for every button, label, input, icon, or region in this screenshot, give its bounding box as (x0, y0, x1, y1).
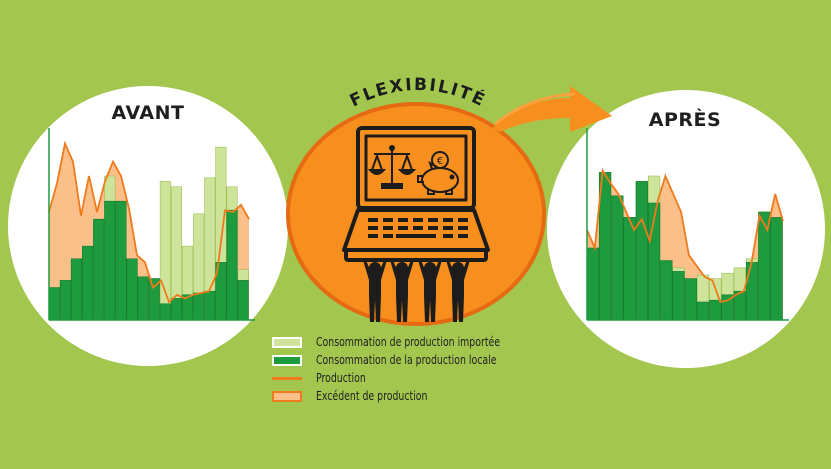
imported-consumption-bar (159, 181, 171, 321)
local-consumption-bar (82, 245, 94, 321)
local-consumption-bar (204, 290, 216, 321)
person-figure (446, 258, 470, 322)
local-consumption-bar (696, 301, 710, 321)
keyboard-key (398, 226, 408, 230)
local-consumption-bar (586, 247, 599, 321)
local-consumption-bar (684, 278, 697, 321)
keyboard-key (398, 218, 408, 222)
person-figure (390, 258, 414, 322)
legend-item-production: Production (272, 369, 562, 387)
local-consumption-bar (59, 280, 71, 321)
keyboard-key (383, 226, 393, 230)
keyboard-key (458, 226, 468, 230)
local-consumption-bar (137, 276, 149, 321)
legend-label: Production (316, 371, 366, 385)
legend-label: Consommation de production importée (316, 335, 501, 349)
legend-swatch-imported (272, 336, 302, 348)
keyboard-key (383, 218, 393, 222)
keyboard-key (383, 234, 393, 238)
keyboard (368, 218, 468, 238)
local-consumption-bar (745, 262, 759, 321)
keyboard-key (443, 226, 453, 230)
person-figure (363, 258, 387, 322)
local-consumption-bar (93, 218, 105, 321)
scales-of-justice-icon (367, 145, 417, 189)
local-consumption-bar (709, 299, 722, 321)
legend-swatch-excess (272, 390, 302, 402)
local-consumption-bar (623, 217, 636, 321)
keyboard-key (458, 218, 468, 222)
local-consumption-bar (635, 181, 648, 321)
local-consumption-bar (126, 258, 138, 321)
local-consumption-bar (48, 287, 60, 321)
people-lifting-icon (363, 258, 470, 322)
keyboard-key (413, 226, 423, 230)
keyboard-key (413, 218, 423, 222)
local-consumption-bar (159, 303, 171, 321)
before-chart (48, 128, 255, 321)
after-title: APRÈS (648, 109, 722, 131)
keyboard-key (428, 218, 438, 222)
legend-item-local: Consommation de la production locale (272, 351, 562, 369)
legend-item-imported: Consommation de production importée (272, 333, 562, 351)
piggy-bank-euro-icon: € (417, 151, 459, 195)
keyboard-key (428, 226, 438, 230)
legend-swatch-production (272, 376, 302, 380)
production-line (48, 140, 250, 304)
production-line (586, 167, 784, 304)
keyboard-spacebar (396, 234, 436, 238)
keyboard-key (368, 218, 378, 222)
person-figure (418, 258, 442, 322)
local-consumption-bar (70, 258, 83, 321)
local-consumption-bar (660, 260, 673, 321)
keyboard-key (458, 234, 468, 238)
local-consumption-bar (237, 280, 249, 321)
local-consumption-bar (770, 217, 783, 321)
legend-label: Excédent de production (316, 389, 428, 403)
after-chart (586, 128, 789, 321)
local-consumption-bar (115, 200, 127, 321)
legend-item-excess: Excédent de production (272, 387, 562, 405)
legend-swatch-local (272, 354, 302, 366)
keyboard-key (443, 218, 453, 222)
before-title: AVANT (111, 102, 185, 124)
keyboard-key (368, 234, 378, 238)
local-consumption-bar (611, 195, 624, 321)
svg-text:€: € (437, 156, 443, 167)
local-consumption-bar (226, 209, 238, 321)
laptop-icon (342, 126, 490, 262)
legend-label: Consommation de la production locale (316, 353, 497, 367)
local-consumption-bar (193, 292, 205, 321)
local-consumption-bar (672, 271, 685, 321)
keyboard-key (443, 234, 453, 238)
curved-arrow-icon (492, 86, 612, 132)
local-consumption-bar (104, 200, 116, 321)
local-consumption-bar (170, 298, 183, 321)
local-consumption-bar (148, 278, 160, 321)
keyboard-key (368, 226, 378, 230)
